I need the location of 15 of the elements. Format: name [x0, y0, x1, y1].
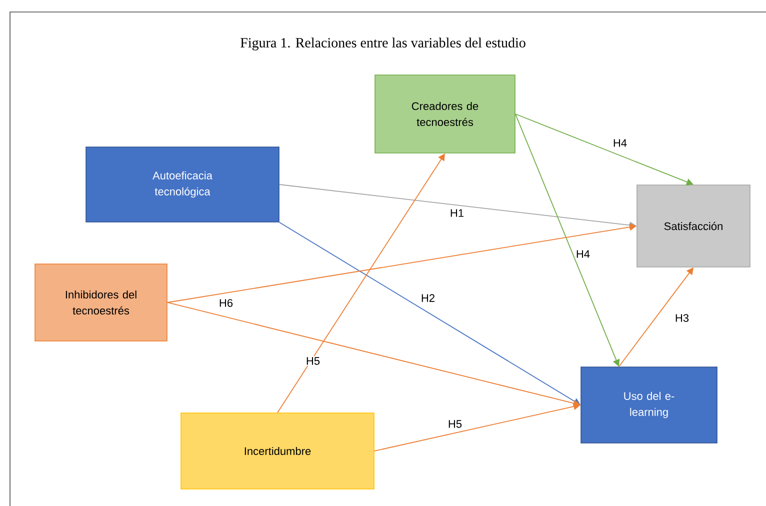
variable-box: Incertidumbre: [180, 412, 374, 490]
edge-label: H5: [304, 356, 322, 366]
variable-box: Inhibidores del tecnoestrés: [34, 264, 168, 342]
variable-box: Creadores de tecnoestrés: [374, 74, 516, 154]
edge-label: H2: [420, 293, 436, 303]
edge-label: H4: [574, 249, 592, 259]
edge-label: H3: [674, 313, 690, 323]
edge-label: H6: [218, 298, 234, 308]
edge-label: H4: [612, 138, 628, 148]
title: Figura 1. Relaciones entre las variables del estudio: [240, 38, 526, 50]
variable-box: Satisfacción: [636, 184, 750, 268]
variable-box: Autoeficacia tecnológica: [86, 146, 280, 222]
variable-box: Uso del e-learning: [580, 366, 718, 444]
edge-label: H5: [446, 419, 464, 429]
edge-label: H1: [448, 208, 466, 218]
